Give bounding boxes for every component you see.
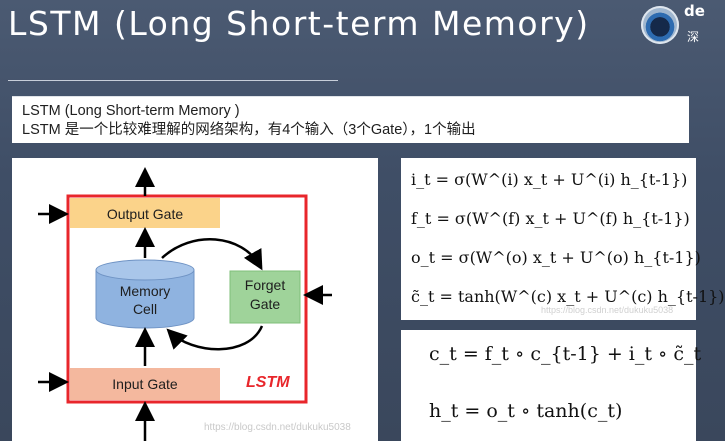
eq-cell-state: c_t = f_t ∘ c_{t-1} + i_t ∘ c̃_t [429, 343, 702, 365]
gate-equations-panel: i_t = σ(W^(i) x_t + U^(i) h_{t-1}) f_t =… [401, 158, 725, 320]
eq-candidate-cell: c̃_t = tanh(W^(c) x_t + U^(c) h_{t-1}) [411, 287, 725, 306]
logo-subtext: 深 [687, 30, 700, 44]
eq-forget-gate: f_t = σ(W^(f) x_t + U^(f) h_{t-1}) [411, 209, 690, 228]
input-gate-box [70, 368, 220, 400]
eq-hidden-state: h_t = o_t ∘ tanh(c_t) [429, 400, 623, 422]
eq-output-gate: o_t = σ(W^(o) x_t + U^(o) h_{t-1}) [411, 248, 701, 267]
slide-title: LSTM (Long Short-term Memory) [8, 4, 590, 43]
cell-to-forget-arrow [161, 238, 263, 271]
summary-box: LSTM (Long Short-term Memory ) LSTM 是一个比… [12, 96, 689, 143]
logo-text: de [684, 2, 705, 20]
state-equations-panel: c_t = f_t ∘ c_{t-1} + i_t ∘ c̃_t h_t = o… [401, 330, 701, 441]
eq-input-gate: i_t = σ(W^(i) x_t + U^(i) h_{t-1}) [411, 170, 688, 189]
lstm-diagram: Output Gate Forget Gate Input Gate Memor… [38, 167, 351, 441]
input-gate-label: Input Gate [112, 376, 178, 392]
lstm-diagram-panel: Output Gate Forget Gate Input Gate Memor… [12, 158, 378, 441]
memory-cell-top [95, 259, 195, 281]
output-gate-label: Output Gate [107, 206, 183, 222]
memory-cell-label-2: Cell [133, 301, 157, 317]
equations-watermark: https://blog.csdn.net/dukuku5038 [541, 305, 674, 315]
lstm-label: LSTM [246, 374, 290, 391]
output-gate-box [70, 198, 220, 228]
forget-to-cell-arrow [166, 325, 264, 351]
summary-line-2: LSTM 是一个比较难理解的网络架构，有4个输入（3个Gate），1个输出 [22, 122, 476, 138]
diagram-watermark: https://blog.csdn.net/dukuku5038 [204, 422, 351, 433]
memory-cell-label-1: Memory [120, 283, 171, 299]
title-divider [8, 80, 338, 81]
summary-line-1: LSTM (Long Short-term Memory ) [22, 103, 240, 119]
forget-gate-label-2: Gate [250, 296, 281, 312]
forget-gate-box [229, 270, 301, 324]
forget-gate-label-1: Forget [245, 277, 286, 293]
logo-icon [641, 6, 679, 44]
